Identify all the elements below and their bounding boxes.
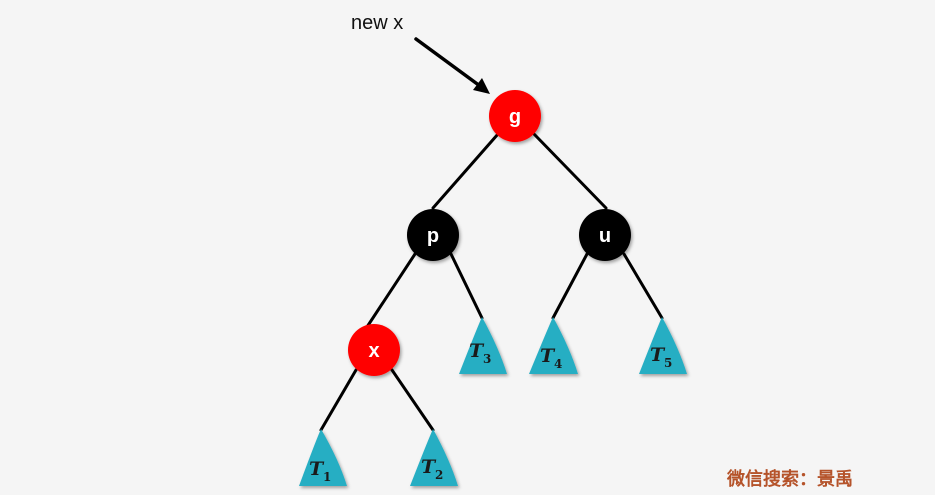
node-x-label: x xyxy=(368,340,379,362)
subtree-t5: T 5 xyxy=(639,317,687,374)
subtree-t4: T 4 xyxy=(529,317,578,374)
subtree-t1-subscript: 1 xyxy=(323,470,331,484)
edge-p-x xyxy=(363,252,417,332)
subtree-t3-letter: T xyxy=(469,340,485,362)
edge-x-t1 xyxy=(319,368,358,432)
subtree-t2: T 2 xyxy=(410,429,458,486)
subtree-t3-triangle xyxy=(459,317,507,374)
node-x-circle xyxy=(348,324,400,376)
edge-u-t4 xyxy=(551,252,589,320)
subtree-t5-subscript: 5 xyxy=(664,356,672,370)
node-g: g xyxy=(489,90,541,142)
subtree-t5-letter: T xyxy=(650,344,666,366)
node-u-label: u xyxy=(599,225,611,247)
subtree-t1-triangle xyxy=(299,429,347,486)
watermark-text: 微信搜索：景禹 xyxy=(727,469,853,490)
edge-u-t5 xyxy=(622,252,664,320)
node-u-circle xyxy=(579,209,631,261)
node-x: x xyxy=(348,324,400,376)
node-g-label: g xyxy=(509,106,521,128)
subtree-t4-subscript: 4 xyxy=(554,357,562,371)
edge-g-u xyxy=(532,132,608,210)
edge-p-t3 xyxy=(449,252,484,320)
edge-x-t2 xyxy=(390,368,435,432)
subtree-t2-letter: T xyxy=(421,456,437,478)
node-g-circle xyxy=(489,90,541,142)
node-p: p xyxy=(407,209,459,261)
new-x-pointer-label: new x xyxy=(351,12,404,34)
subtree-t3: T 3 xyxy=(459,317,507,374)
subtree-t2-subscript: 2 xyxy=(435,468,443,482)
subtree-t4-letter: T xyxy=(540,345,556,367)
subtree-t1: T 1 xyxy=(299,429,347,486)
subtree-t2-triangle xyxy=(410,429,458,486)
node-u: u xyxy=(579,209,631,261)
node-p-circle xyxy=(407,209,459,261)
subtree-t4-triangle xyxy=(529,317,578,374)
edge-g-p xyxy=(431,132,500,210)
subtree-t1-letter: T xyxy=(309,458,325,480)
node-p-label: p xyxy=(427,225,439,247)
pointer-arrow xyxy=(414,37,490,94)
subtree-t5-triangle xyxy=(639,317,687,374)
subtree-t3-subscript: 3 xyxy=(483,352,491,366)
